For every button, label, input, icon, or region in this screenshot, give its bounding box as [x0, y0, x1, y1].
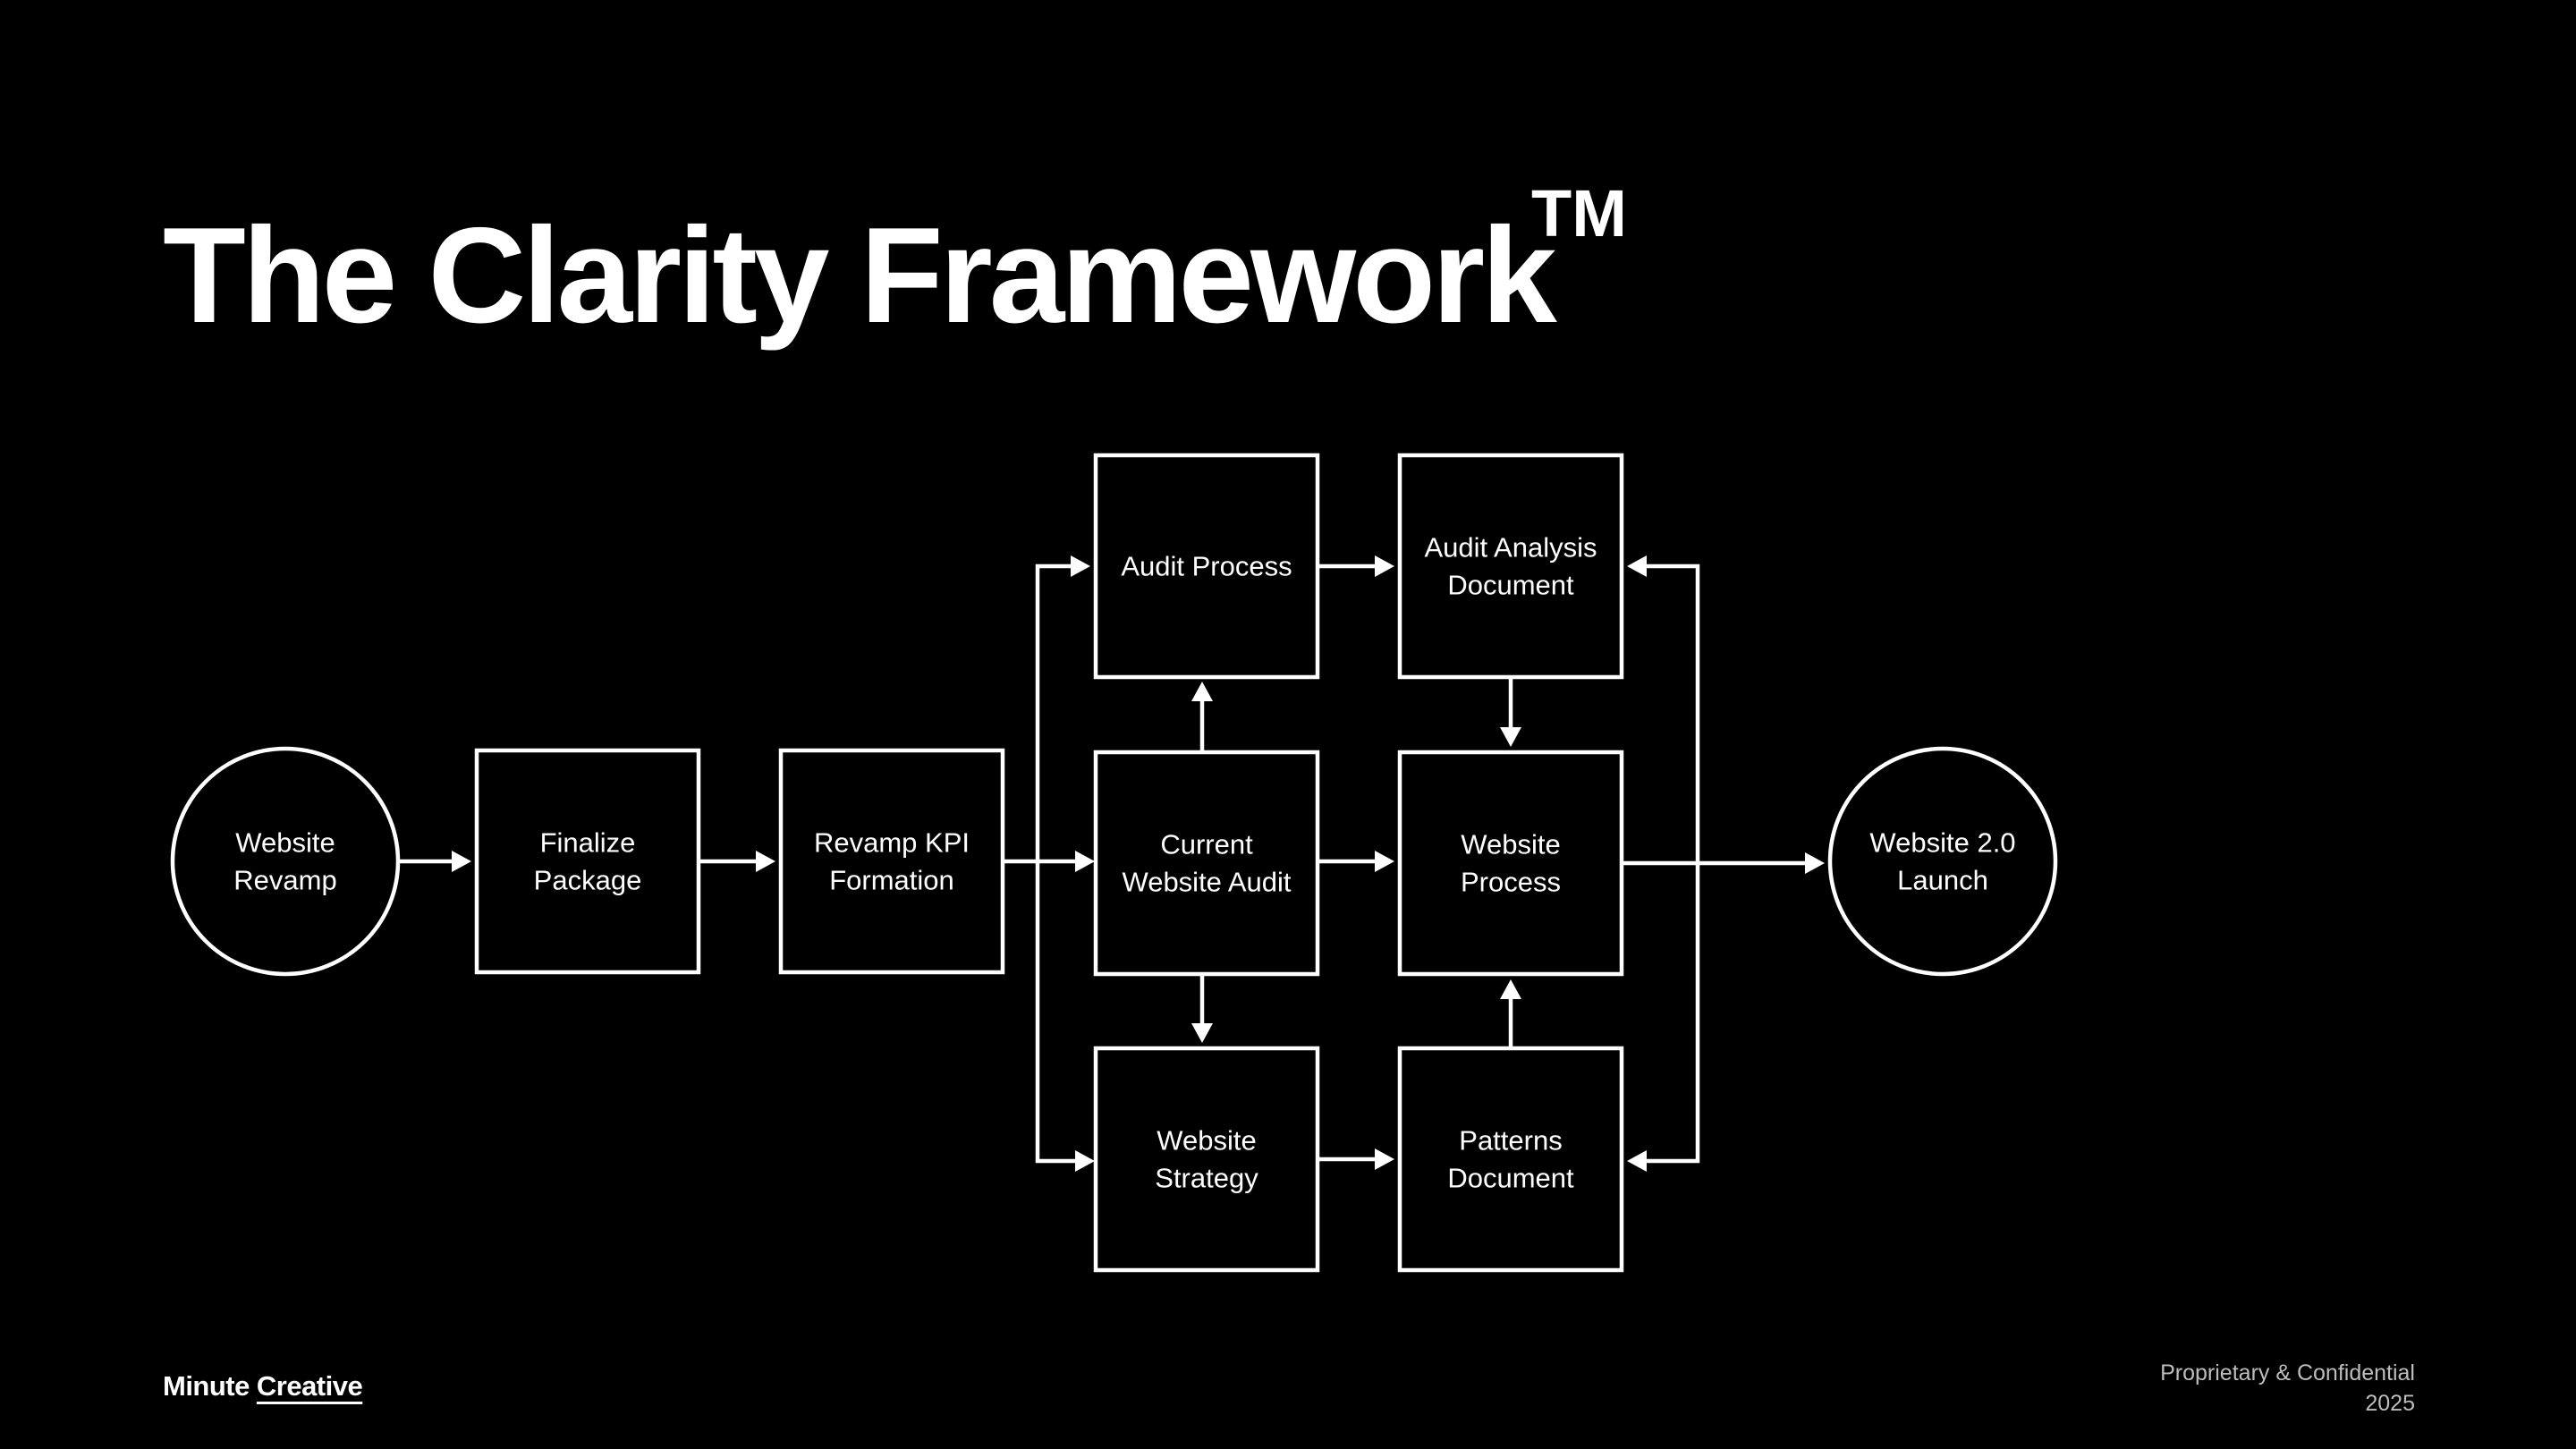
brand-name-creative: Creative	[256, 1370, 363, 1402]
arrowhead-icon	[1075, 1150, 1095, 1172]
finalize-package-box	[474, 748, 701, 975]
arrowhead-icon	[1191, 1023, 1213, 1043]
website-2-0-launch-label-line: Website 2.0	[1869, 827, 2015, 859]
arrow-website-revamp-to-finalize-package	[398, 851, 471, 872]
finalize-package-label-line: Package	[534, 865, 642, 896]
arrowhead-icon	[1375, 1148, 1394, 1170]
node-audit-process: Audit Process	[1093, 453, 1320, 680]
arrow-website-process-to-website-2-0-launch	[1622, 852, 1825, 874]
audit-analysis-document-label-line: Audit Analysis	[1425, 532, 1597, 564]
arrow-current-website-audit-to-website-process	[1318, 851, 1394, 872]
trademark-symbol: TM	[1531, 176, 1627, 250]
website-revamp-circle	[170, 746, 401, 977]
patterns-document-box	[1397, 1046, 1624, 1273]
page-title: The Clarity Framework	[163, 199, 1557, 352]
current-website-audit-label-line: Website Audit	[1123, 867, 1292, 898]
audit-analysis-document-box	[1397, 453, 1624, 680]
arrowhead-icon	[1375, 851, 1394, 872]
arrow-current-website-audit-to-website-strategy	[1191, 974, 1213, 1043]
connector-line	[1647, 863, 1700, 1164]
arrow-revamp-kpi-formation-to-website-strategy	[1035, 861, 1095, 1172]
arrowhead-icon	[1627, 1150, 1647, 1172]
website-strategy-label-line: Strategy	[1155, 1163, 1258, 1194]
arrowhead-icon	[756, 851, 775, 872]
arrowhead-icon	[1805, 852, 1825, 874]
website-revamp-label-line: Revamp	[233, 865, 336, 896]
revamp-kpi-formation-box	[778, 748, 1005, 975]
arrowhead-icon	[1500, 727, 1521, 747]
node-revamp-kpi-formation: Revamp KPI Formation	[778, 748, 1005, 975]
connector-line	[1647, 564, 1700, 863]
audit-analysis-document-label-line: Document	[1447, 570, 1574, 601]
footer-year: 2025	[2365, 1391, 2415, 1416]
arrow-website-process-to-audit-analysis-document	[1627, 555, 1700, 863]
arrowhead-icon	[1627, 555, 1647, 577]
website-revamp-label-line: Website	[235, 827, 335, 859]
arrowhead-icon	[1500, 979, 1521, 999]
website-process-label-line: Website	[1461, 829, 1560, 860]
revamp-kpi-formation-label-line: Formation	[829, 865, 954, 896]
arrow-finalize-package-to-revamp-kpi-formation	[699, 851, 775, 872]
website-strategy-box	[1093, 1046, 1320, 1273]
arrow-website-process-to-patterns-document	[1627, 863, 1700, 1172]
audit-process-label-line: Audit Process	[1121, 551, 1292, 582]
confidential-label: Proprietary & Confidential	[2160, 1360, 2415, 1385]
arrowhead-icon	[1071, 555, 1090, 577]
website-2-0-launch-label-line: Launch	[1897, 865, 1988, 896]
arrow-current-website-audit-to-audit-process	[1191, 682, 1213, 752]
brand-name-minute: Minute	[163, 1370, 250, 1402]
arrow-patterns-document-to-website-process	[1500, 979, 1521, 1048]
arrow-website-strategy-to-patterns-document	[1318, 1148, 1394, 1170]
arrow-revamp-kpi-formation-to-current-website-audit	[1038, 851, 1095, 872]
current-website-audit-box	[1093, 750, 1320, 977]
website-process-box	[1397, 750, 1624, 977]
website-2-0-launch-circle	[1827, 746, 2058, 977]
arrowhead-icon	[1191, 682, 1213, 701]
arrowhead-icon	[1075, 851, 1095, 872]
finalize-package-label-line: Finalize	[540, 827, 636, 859]
connector-line	[1003, 564, 1071, 864]
website-process-label-line: Process	[1461, 867, 1561, 898]
current-website-audit-label-line: Current	[1160, 829, 1253, 860]
arrow-revamp-kpi-formation-to-audit-process	[1003, 555, 1090, 864]
arrowhead-icon	[1375, 555, 1394, 577]
arrow-audit-process-to-audit-analysis-document	[1318, 555, 1394, 577]
arrowhead-icon	[452, 851, 471, 872]
website-strategy-label-line: Website	[1157, 1125, 1256, 1157]
connector-line	[1035, 861, 1075, 1164]
patterns-document-label-line: Document	[1447, 1163, 1574, 1194]
connector-layer	[398, 555, 1825, 1172]
patterns-document-label-line: Patterns	[1459, 1125, 1562, 1157]
audit-process-box	[1093, 453, 1320, 680]
revamp-kpi-formation-label-line: Revamp KPI	[814, 827, 970, 859]
footer-note: Proprietary & Confidential 2025	[2160, 1358, 2415, 1419]
arrow-audit-analysis-document-to-website-process	[1500, 677, 1521, 747]
